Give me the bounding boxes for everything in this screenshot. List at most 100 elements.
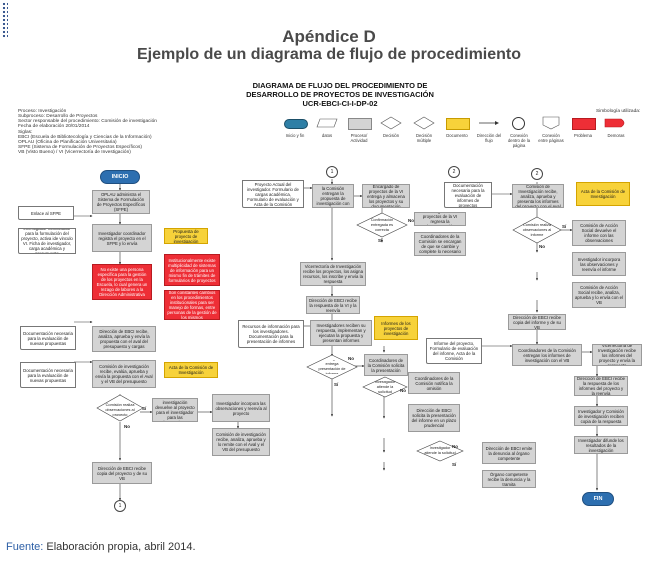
connector-1-in: 1 bbox=[326, 166, 338, 178]
meta-process: Proceso: Investigación bbox=[18, 109, 67, 114]
process-ebci-forward: Dirección de EBCI recibe la respuesta de… bbox=[306, 296, 360, 314]
legend-document-symbol bbox=[446, 118, 470, 130]
doc-commission-minutes-1: Acta de la Comisión de Investigación bbox=[164, 362, 218, 378]
legend: Inicio y fin datos Proceso/ Actividad De… bbox=[282, 116, 642, 152]
decision-report-delivered-label: Investigador entrega presentación de inf… bbox=[318, 360, 346, 374]
process-social-action-return: Comisión de Acción Social devuelve el in… bbox=[572, 220, 626, 246]
decision-attends-request-2 bbox=[416, 440, 464, 462]
label-yes-2: Sí bbox=[378, 238, 383, 243]
meta-vb: VB (Visto Bueno) / VI (Vicerrectoría de … bbox=[18, 150, 131, 155]
process-deliver-proposal: Coordinadores de la Comisión entregan la… bbox=[312, 184, 354, 208]
label-no-1: No bbox=[124, 424, 130, 429]
process-social-action-approve: Comisión de Acción Social recibe, analiz… bbox=[572, 282, 626, 308]
legend-label-offpage: Conexión entre páginas bbox=[538, 133, 564, 143]
process-vi-assign: Vicerrectoría de Investigación recibe lo… bbox=[300, 262, 366, 286]
legend-arrow-symbol bbox=[479, 121, 499, 125]
legend-label-delay: Demoras bbox=[607, 133, 625, 138]
source-text: Elaboración propia, abril 2014. bbox=[46, 541, 196, 553]
decision-observations-report-label: Comisión realiza observaciones al inform… bbox=[522, 223, 552, 237]
process-vi-store: Encargado de proyectos de la VI entrega … bbox=[362, 184, 410, 208]
legend-label-document: Documento bbox=[446, 133, 468, 138]
decision-attends-request-2-label: Investigador atiende la solicitud bbox=[424, 446, 456, 455]
process-ebci-request: Dirección de EBCI solicita la presentaci… bbox=[408, 404, 460, 432]
legend-label-problem: Problema bbox=[574, 133, 592, 138]
process-request-report: Coordinadores de la Comisión solicita la… bbox=[364, 354, 408, 376]
legend-delay-symbol bbox=[604, 118, 625, 128]
legend-connector-symbol bbox=[512, 117, 525, 130]
process-incorporate-report-obs: Investigador incorpora las observaciones… bbox=[572, 252, 626, 276]
process-commission-report-review: Comisión de Investigación recibe, analiz… bbox=[512, 184, 564, 208]
connector-1-out: 1 bbox=[114, 500, 126, 512]
label-no-6: No bbox=[539, 244, 545, 249]
source-label: Fuente: bbox=[6, 541, 44, 553]
meta-sector: Sector responsable del procedimiento: Co… bbox=[18, 119, 157, 124]
meta-ebci: EBCI (Escuela de Bibliotecología y Cienc… bbox=[18, 135, 152, 140]
doc-project-report: Informe del proyecto, Formulario de eval… bbox=[426, 338, 482, 364]
process-complete-docs: Coordinadores de la Comisión se encargan… bbox=[414, 232, 466, 256]
decision-confirmation-label: Confirmación entregada es correcta bbox=[370, 218, 394, 232]
end-terminator: FIN bbox=[582, 492, 614, 506]
source-note: Fuente: Elaboración propia, abril 2014. bbox=[6, 541, 196, 553]
connector-2-out: 2 bbox=[448, 166, 460, 178]
label-yes-6: Sí bbox=[562, 224, 567, 229]
doc-evaluation-1: Documentación necesaria para la evaluaci… bbox=[20, 326, 76, 350]
process-ebci-copy: Dirección de EBCI recibe copia del proye… bbox=[92, 462, 152, 484]
process-oplau-sfpe: OPLAU administra el Sistema de Formulaci… bbox=[92, 190, 150, 214]
label-yes-1: Sí bbox=[142, 406, 147, 411]
diagram-title-line1: DIAGRAMA DE FLUJO DEL PROCEDIMIENTO DE bbox=[252, 81, 428, 90]
decision-observations-report bbox=[512, 216, 562, 244]
legend-label-data: datos bbox=[321, 133, 333, 138]
meta-acronyms: Siglas: bbox=[18, 130, 33, 135]
decision-report-delivered bbox=[306, 354, 358, 380]
process-receive-response-copy: Investigador y Comisión de investigación… bbox=[574, 406, 628, 426]
problem-multiple-systems: Institucionalmente existe multiplicidad … bbox=[164, 254, 220, 286]
doc-evaluation-2: Documentación necesaria para la evaluaci… bbox=[20, 362, 76, 388]
process-register-project: Investigador coordinador registra el pro… bbox=[92, 224, 152, 252]
process-issue-complaint: Dirección de EBCI emite la denuncia al ó… bbox=[482, 442, 536, 464]
label-no-5: No bbox=[452, 444, 458, 449]
process-ebci-report-copy: Dirección de EBCI recibe copia del infor… bbox=[508, 314, 566, 330]
appendix-subtitle: Ejemplo de un diagrama de flujo de proce… bbox=[136, 46, 522, 63]
meta-date: Fecha de elaboración 20/01/2014 bbox=[18, 124, 90, 129]
problem-no-manager: No existe una persona específica para la… bbox=[92, 264, 152, 300]
decision-attends-request-1-label: Investigador atiende la solicitud bbox=[374, 381, 396, 393]
legend-label-terminator: Inicio y fin bbox=[285, 133, 305, 138]
decision-observations-project-label: Comisión realiza observaciones al proyec… bbox=[105, 402, 135, 416]
legend-offpage-symbol bbox=[542, 116, 560, 130]
process-ebci-report-response: Dirección de EBCI recibe la respuesta de… bbox=[574, 376, 628, 396]
flowchart-canvas: DIAGRAMA DE FLUJO DEL PROCEDIMIENTO DE D… bbox=[12, 76, 644, 514]
process-execute-project: Investigadores reciben su respuesta, imp… bbox=[310, 320, 372, 346]
legend-terminator-symbol bbox=[284, 119, 308, 129]
process-vi-return-docs: Encargado de proyectos de la VI regresa … bbox=[414, 212, 466, 226]
legend-decision-symbol bbox=[380, 116, 402, 130]
process-notify-omission: Coordinadores de la Comisión notifica la… bbox=[408, 372, 460, 394]
label-no-4: No bbox=[400, 388, 406, 393]
process-body-receives: Órgano competente recibe la denuncia y l… bbox=[482, 470, 536, 488]
doc-information-resources: Recursos de información para los investi… bbox=[238, 320, 304, 348]
legend-label-flow: Dirección del flujo bbox=[476, 133, 502, 143]
legend-label-connector: Conexión dentro de la página bbox=[507, 133, 531, 148]
connector-2-in: 2 bbox=[531, 168, 543, 180]
process-deliver-reports: Coordinadores de la Comisión entregan lo… bbox=[512, 344, 582, 366]
legend-label-decision: Decisión bbox=[382, 133, 400, 138]
label-no-2: No bbox=[408, 218, 414, 223]
doc-project-package: Proyecto Actual del investigador. Formul… bbox=[242, 180, 304, 208]
decorative-dots bbox=[2, 2, 8, 38]
decision-confirmation bbox=[356, 212, 408, 238]
doc-sfpe-link: Enlace al SFPE bbox=[18, 206, 74, 220]
doc-report-evaluation: Documentación necesaria para la evaluaci… bbox=[444, 182, 492, 208]
doc-research-proposal: Propuesta de proyecto de investigación bbox=[164, 228, 208, 244]
diagram-title-line2: DESARROLLO DE PROYECTOS DE INVESTIGACIÓN bbox=[246, 90, 434, 99]
process-ebci-review: Dirección de EBCI recibe, analiza, aprue… bbox=[92, 326, 156, 352]
process-commission-approve: Comisión de investigación recibe, analiz… bbox=[212, 428, 270, 456]
problem-procedure-changes: Son constantes cambios en los procedimie… bbox=[164, 290, 220, 320]
doc-researcher-proposal: Investigador coordinador para la formula… bbox=[18, 228, 76, 254]
decision-attends-request-1 bbox=[362, 376, 408, 398]
label-no-3: No bbox=[348, 356, 354, 361]
process-vi-receives-reports: Vicerrectoría de Investigación recibe lo… bbox=[592, 344, 642, 366]
label-yes-5: Sí bbox=[452, 462, 457, 467]
process-disseminate-results: Investigador difunde los resultados de l… bbox=[574, 436, 628, 454]
label-yes-3: Sí bbox=[334, 382, 339, 387]
decision-observations-project bbox=[96, 394, 144, 422]
doc-commission-minutes-2: Acta de la Comisión de Investigación bbox=[576, 182, 630, 206]
